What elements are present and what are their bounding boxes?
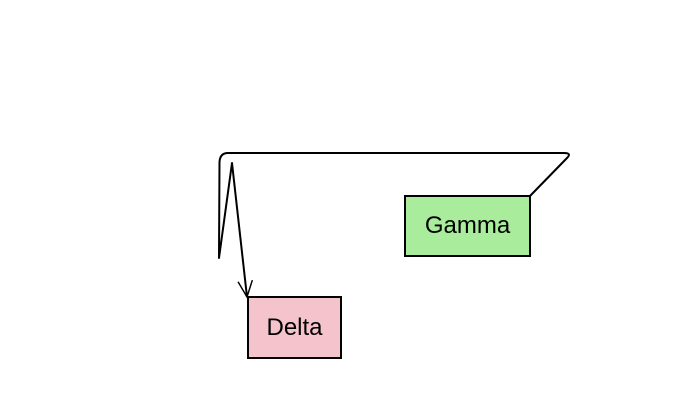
edge-gamma-to-delta[interactable]	[218, 152, 570, 297]
node-gamma[interactable]: Gamma	[404, 195, 531, 257]
node-gamma-box[interactable]	[404, 195, 531, 257]
node-delta-box[interactable]	[247, 296, 342, 359]
node-delta[interactable]: Delta	[247, 296, 342, 359]
node-delta-label: Delta	[266, 314, 323, 341]
node-gamma-label: Gamma	[425, 212, 511, 239]
